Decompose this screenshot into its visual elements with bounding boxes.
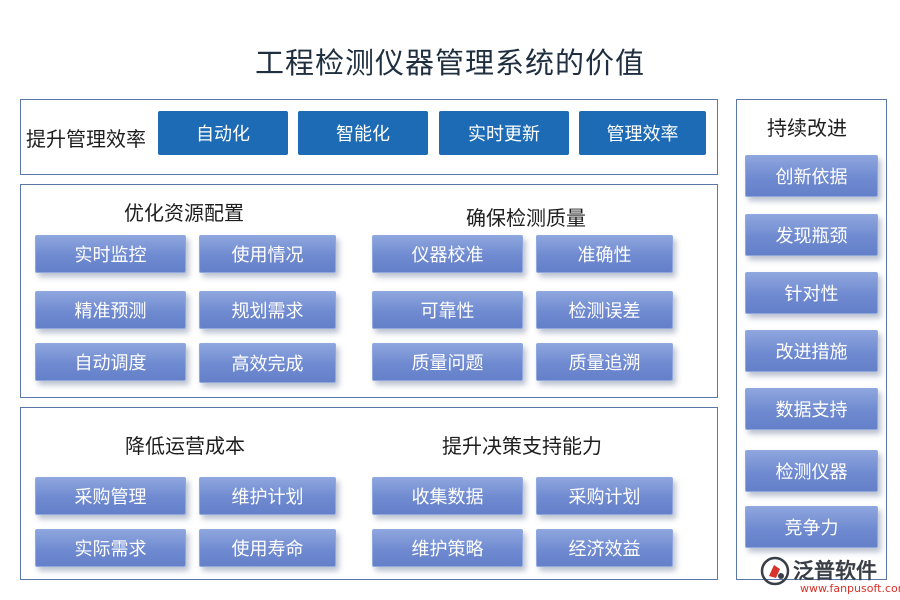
improve-chip: 改进措施 bbox=[745, 330, 878, 372]
efficiency-chip: 管理效率 bbox=[579, 111, 706, 155]
quality-chip: 质量问题 bbox=[372, 343, 523, 381]
improve-chip: 创新依据 bbox=[745, 155, 878, 197]
improve-chip: 竞争力 bbox=[745, 506, 878, 548]
efficiency-chip: 智能化 bbox=[298, 111, 428, 155]
improve-chip: 针对性 bbox=[745, 272, 878, 314]
brand-name: 泛普软件 bbox=[793, 559, 877, 583]
decision-chip: 采购计划 bbox=[536, 477, 673, 515]
cost-chip: 使用寿命 bbox=[199, 529, 336, 567]
decision-title: 提升决策支持能力 bbox=[442, 434, 602, 458]
quality-chip: 准确性 bbox=[536, 235, 673, 273]
brand-logo: 泛普软件 www.fanpusoft.com bbox=[760, 552, 900, 598]
quality-chip: 可靠性 bbox=[372, 291, 523, 329]
cost-title: 降低运营成本 bbox=[125, 434, 245, 458]
fanpu-logo-icon bbox=[760, 556, 790, 586]
cost-chip: 采购管理 bbox=[35, 477, 186, 515]
quality-chip: 仪器校准 bbox=[372, 235, 523, 273]
improve-chip: 数据支持 bbox=[745, 388, 878, 430]
decision-chip: 维护策略 bbox=[372, 529, 523, 567]
resource-chip: 实时监控 bbox=[35, 235, 186, 273]
decision-chip: 收集数据 bbox=[372, 477, 523, 515]
improve-chip: 发现瓶颈 bbox=[745, 214, 878, 256]
page-title: 工程检测仪器管理系统的价值 bbox=[254, 46, 645, 80]
resource-chip: 自动调度 bbox=[35, 343, 186, 381]
decision-chip: 经济效益 bbox=[536, 529, 673, 567]
efficiency-chip: 自动化 bbox=[158, 111, 288, 155]
resource-chip: 规划需求 bbox=[199, 291, 336, 329]
resource-chip: 使用情况 bbox=[199, 235, 336, 273]
efficiency-chip: 实时更新 bbox=[439, 111, 569, 155]
resource-chip: 精准预测 bbox=[35, 291, 186, 329]
resource-chip: 高效完成 bbox=[199, 343, 336, 383]
improve-title: 持续改进 bbox=[767, 116, 847, 140]
quality-chip: 检测误差 bbox=[536, 291, 673, 329]
brand-url: www.fanpusoft.com bbox=[800, 582, 900, 595]
quality-title: 确保检测质量 bbox=[466, 206, 586, 230]
resource-title: 优化资源配置 bbox=[124, 201, 244, 225]
quality-chip: 质量追溯 bbox=[536, 343, 673, 381]
efficiency-label: 提升管理效率 bbox=[26, 127, 146, 151]
cost-chip: 实际需求 bbox=[35, 529, 186, 567]
improve-chip: 检测仪器 bbox=[745, 450, 878, 492]
cost-chip: 维护计划 bbox=[199, 477, 336, 515]
